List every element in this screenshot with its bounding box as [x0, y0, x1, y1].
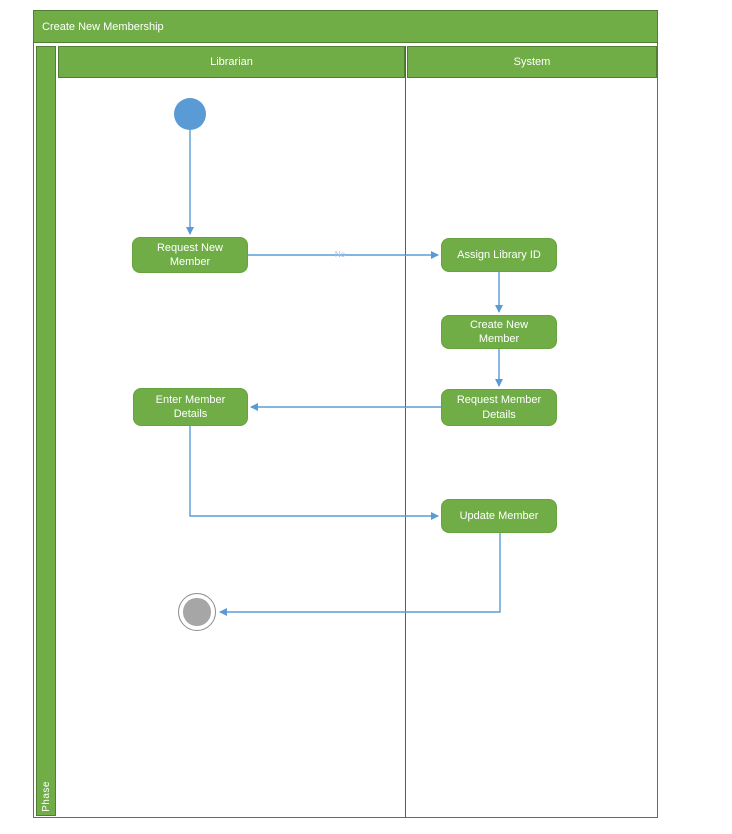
- lane-header-system[interactable]: System: [407, 46, 657, 78]
- phase-strip[interactable]: Phase: [36, 46, 56, 816]
- activity-request-member-details[interactable]: Request Member Details: [441, 389, 557, 426]
- activity-enter-member-details[interactable]: Enter Member Details: [133, 388, 248, 426]
- phase-label: Phase: [40, 781, 52, 812]
- activity-label: Assign Library ID: [457, 248, 541, 261]
- lane-header-librarian[interactable]: Librarian: [58, 46, 405, 78]
- start-node[interactable]: [174, 98, 206, 130]
- end-node[interactable]: [178, 593, 216, 631]
- activity-update-member[interactable]: Update Member: [441, 499, 557, 533]
- lane-separator: [405, 46, 406, 817]
- activity-label: Create New Member: [469, 318, 529, 345]
- activity-request-new-member[interactable]: Request New Member: [132, 237, 248, 273]
- diagram-title: Create New Membership: [42, 20, 164, 33]
- activity-assign-library-id[interactable]: Assign Library ID: [441, 238, 557, 272]
- lane-header-librarian-label: Librarian: [210, 56, 253, 68]
- lane-header-system-label: System: [513, 56, 551, 68]
- activity-diagram-frame: Create New Membership Phase Librarian Sy…: [33, 10, 658, 818]
- diagram-title-bar[interactable]: Create New Membership: [33, 10, 658, 43]
- end-node-inner: [183, 598, 211, 626]
- edge-label-request-new-member-to-assign-library-id: No: [334, 250, 346, 259]
- activity-label: Request Member Details: [456, 394, 542, 421]
- activity-label: Enter Member Details: [155, 393, 226, 420]
- activity-create-new-member[interactable]: Create New Member: [441, 315, 557, 349]
- activity-label: Request New Member: [156, 241, 224, 268]
- activity-label: Update Member: [459, 509, 539, 522]
